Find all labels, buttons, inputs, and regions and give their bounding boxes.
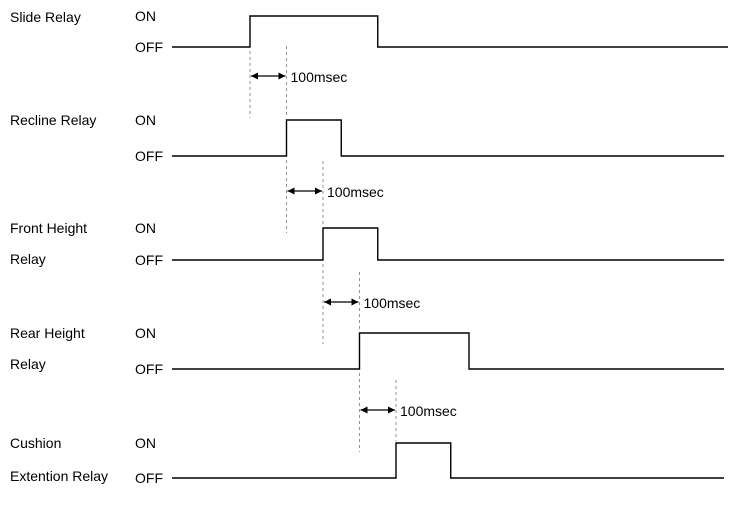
waveform-relay-5 (172, 442, 724, 479)
delay-arrowhead-left-3 (324, 298, 331, 306)
on-label-5: ON (135, 435, 156, 451)
delay-label-2: 100msec (327, 184, 384, 200)
relay-name-3-line-1: Front Height (10, 220, 87, 236)
relay-name-4-line-1: Rear Height (10, 325, 85, 341)
delay-arrowhead-left-2 (287, 187, 295, 195)
on-label-1: ON (135, 8, 156, 24)
guide-lines (249, 46, 397, 452)
relay-name-1-line-1: Slide Relay (10, 9, 81, 25)
delay-label-1: 100msec (291, 69, 348, 85)
off-label-4: OFF (135, 361, 163, 377)
off-label-2: OFF (135, 148, 163, 164)
delay-arrowhead-right-3 (351, 298, 359, 306)
relay-name-2-line-1: Recline Relay (10, 112, 96, 128)
relay-name-4-line-2: Relay (10, 356, 46, 372)
on-label-3: ON (135, 220, 156, 236)
delay-label-3: 100msec (364, 295, 421, 311)
delay-arrowhead-left-1 (251, 72, 258, 80)
delay-label-4: 100msec (400, 403, 457, 419)
delay-arrowhead-right-1 (278, 72, 286, 80)
delay-arrows (251, 72, 395, 414)
delay-arrowhead-left-4 (360, 406, 368, 414)
relay-name-3-line-2: Relay (10, 251, 46, 267)
waveform-relay-2 (172, 119, 724, 157)
waveform-relay-1 (172, 15, 728, 48)
off-label-3: OFF (135, 252, 163, 268)
waveforms (172, 15, 728, 479)
relay-name-5-line-1: Cushion (10, 435, 61, 451)
waveform-relay-3 (172, 227, 724, 261)
off-label-1: OFF (135, 39, 163, 55)
delay-arrowhead-right-4 (388, 406, 395, 414)
delay-arrowhead-right-2 (315, 187, 322, 195)
waveform-relay-4 (172, 332, 724, 370)
relay-name-5-line-2: Extention Relay (10, 468, 108, 484)
on-label-4: ON (135, 325, 156, 341)
off-label-5: OFF (135, 470, 163, 486)
on-label-2: ON (135, 112, 156, 128)
